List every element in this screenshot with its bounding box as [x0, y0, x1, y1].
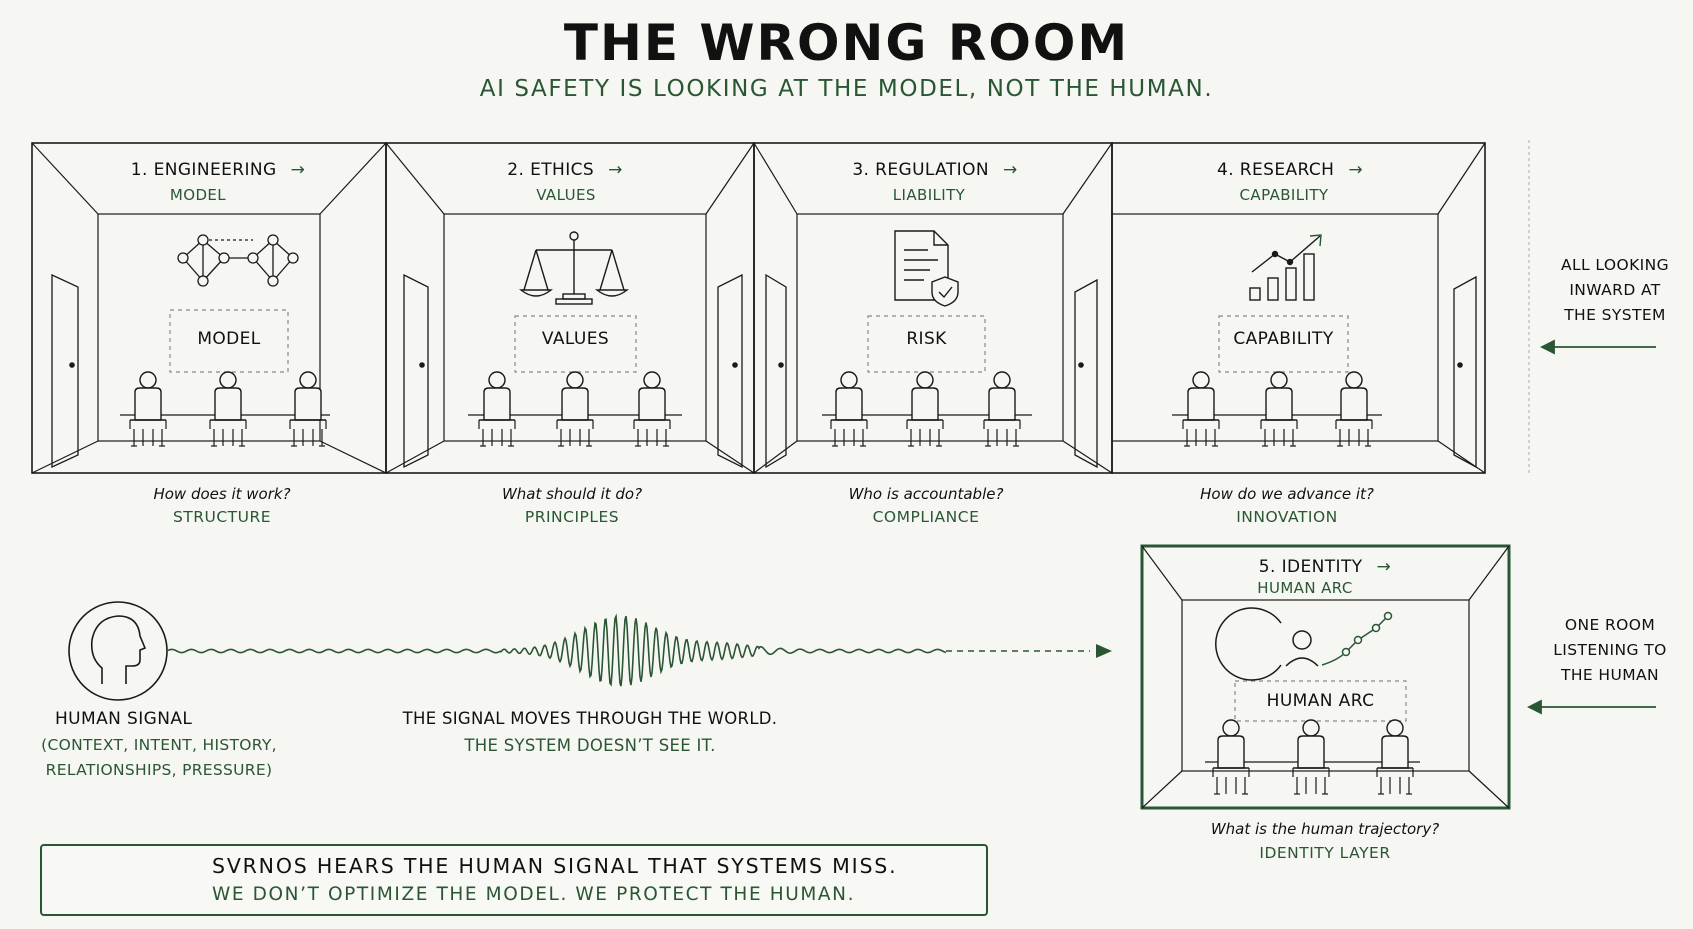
- room-question-research: How do we advance it?: [1200, 485, 1374, 503]
- room-title-regulation: 3. REGULATION →: [820, 160, 1050, 180]
- side-note-inward: ALL LOOKING INWARD AT THE SYSTEM: [1545, 253, 1685, 328]
- seated-person: [1335, 371, 1373, 447]
- seated-person: [129, 371, 167, 447]
- board-label-regulation: RISK: [906, 329, 947, 349]
- board-label-engineering: MODEL: [197, 329, 261, 349]
- arrow-right-icon: →: [1003, 160, 1018, 180]
- page-title: THE WRONG ROOM: [563, 14, 1130, 72]
- seated-person: [478, 371, 516, 447]
- arrow-right-icon: →: [290, 160, 306, 180]
- seated-person: [830, 371, 868, 447]
- room-question-ethics: What should it do?: [501, 485, 643, 503]
- mission-banner: SVRNOS HEARS THE HUMAN SIGNAL THAT SYSTE…: [40, 844, 988, 916]
- room-title-text: 4. RESEARCH: [1216, 160, 1335, 180]
- scales-icon: [519, 231, 629, 305]
- signal-wave: [167, 613, 947, 687]
- room-ethics-frame: [385, 142, 755, 474]
- inward-arrow: [1539, 339, 1656, 355]
- board-label-ethics: VALUES: [541, 329, 610, 349]
- signal-arrowhead: [1096, 644, 1112, 658]
- seated-person: [1260, 371, 1298, 447]
- room-title-text: 5. IDENTITY: [1258, 557, 1363, 577]
- room-subtitle-research: CAPABILITY: [1239, 186, 1329, 204]
- human-head-icon: [68, 601, 168, 701]
- room-subtitle-identity: HUMAN ARC: [1257, 579, 1353, 597]
- room-answer-regulation: COMPLIANCE: [872, 508, 980, 526]
- banner-headline: SVRNOS HEARS THE HUMAN SIGNAL THAT SYSTE…: [212, 854, 898, 878]
- side-note-line: ONE ROOM: [1564, 616, 1656, 634]
- side-note-line: ALL LOOKING: [1560, 256, 1670, 274]
- room-question-identity: What is the human trajectory?: [1210, 820, 1440, 838]
- side-note-line: THE SYSTEM: [1564, 306, 1666, 324]
- room-title-engineering: 1. ENGINEERING →: [98, 160, 338, 180]
- seated-person: [1182, 371, 1220, 447]
- human-signal-title: HUMAN SIGNAL: [55, 709, 193, 729]
- signal-caption-1: THE SIGNAL MOVES THROUGH THE WORLD.: [402, 709, 778, 728]
- room-regulation-frame: [753, 142, 1113, 474]
- seated-person: [1376, 719, 1414, 795]
- human-signal-detail: (CONTEXT, INTENT, HISTORY, RELATIONSHIPS…: [36, 733, 282, 783]
- room-title-ethics: 2. ETHICS →: [470, 160, 660, 180]
- network-graph-icon: [177, 234, 299, 287]
- board-label-research: CAPABILITY: [1233, 329, 1334, 349]
- room-title-text: 2. ETHICS: [507, 160, 595, 180]
- board-model: [169, 309, 289, 373]
- room-question-regulation: Who is accountable?: [848, 485, 1004, 503]
- board-label-identity: HUMAN ARC: [1266, 691, 1375, 711]
- seated-person: [1292, 719, 1330, 795]
- room-subtitle-engineering: MODEL: [169, 186, 227, 204]
- person-trajectory-icon: [1215, 607, 1393, 681]
- room-answer-research: INNOVATION: [1236, 508, 1338, 526]
- room-question-engineering: How does it work?: [153, 485, 291, 503]
- seated-person: [556, 371, 594, 447]
- side-note-line: THE HUMAN: [1560, 666, 1659, 684]
- arrow-right-icon: →: [1348, 160, 1363, 180]
- room-subtitle-regulation: LIABILITY: [892, 186, 966, 204]
- seated-person: [983, 371, 1021, 447]
- side-note-line: INWARD AT: [1569, 281, 1661, 299]
- arrow-right-icon: →: [1376, 557, 1392, 577]
- room-answer-engineering: STRUCTURE: [172, 508, 272, 526]
- room-identity-frame: [1140, 544, 1511, 810]
- signal-caption-2: THE SYSTEM DOESN’T SEE IT.: [464, 736, 716, 755]
- room-answer-identity: IDENTITY LAYER: [1259, 844, 1391, 862]
- side-note-listening: ONE ROOM LISTENING TO THE HUMAN: [1540, 613, 1680, 688]
- document-shield-icon: [894, 230, 959, 307]
- board-capability: [1218, 315, 1349, 373]
- room-answer-ethics: PRINCIPLES: [524, 508, 620, 526]
- seated-person: [906, 371, 944, 447]
- room-research-frame: [1111, 142, 1486, 474]
- seated-person: [633, 371, 671, 447]
- board-risk: [867, 315, 986, 373]
- board-human-arc: [1234, 680, 1407, 722]
- seated-person: [289, 371, 327, 447]
- room-subtitle-ethics: VALUES: [536, 186, 596, 204]
- growth-chart-icon: [1249, 234, 1322, 301]
- listening-arrow: [1526, 699, 1656, 715]
- side-note-line: LISTENING TO: [1553, 641, 1667, 659]
- human-detail-line: (CONTEXT, INTENT, HISTORY,: [41, 736, 277, 754]
- human-detail-line: RELATIONSHIPS, PRESSURE): [45, 761, 273, 779]
- seated-person: [1212, 719, 1250, 795]
- arrow-right-icon: →: [608, 160, 623, 180]
- room-title-identity: 5. IDENTITY →: [1215, 557, 1435, 577]
- page-subtitle: AI SAFETY IS LOOKING AT THE MODEL, NOT T…: [479, 76, 1214, 102]
- room-title-text: 1. ENGINEERING: [130, 160, 277, 180]
- room-title-research: 4. RESEARCH →: [1180, 160, 1400, 180]
- room-title-text: 3. REGULATION: [852, 160, 989, 180]
- seated-person: [209, 371, 247, 447]
- banner-tagline: WE DON’T OPTIMIZE THE MODEL. WE PROTECT …: [212, 884, 856, 905]
